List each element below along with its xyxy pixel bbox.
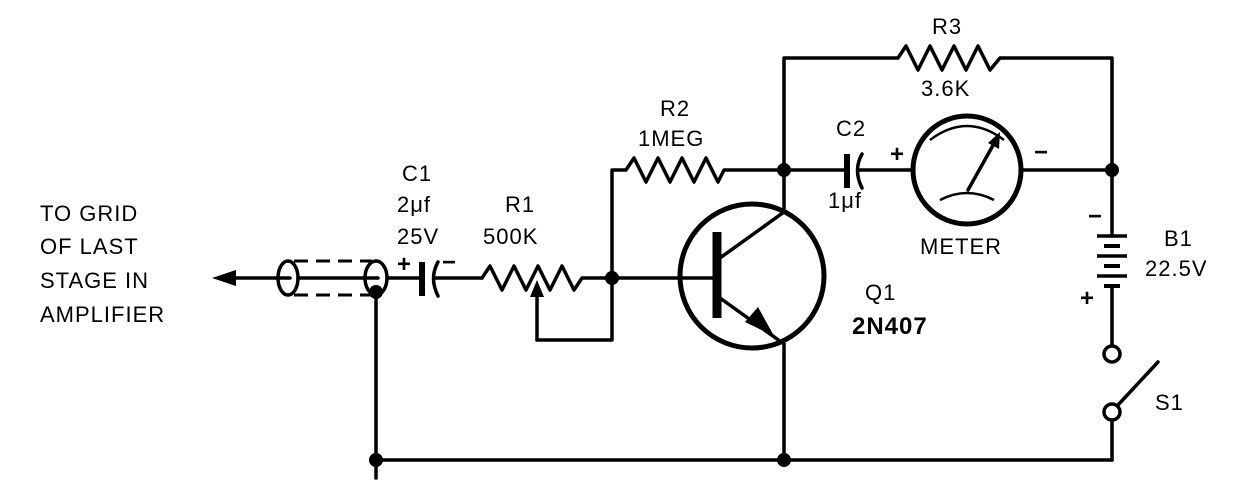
meter-plus: + xyxy=(890,141,904,168)
b1-plus: + xyxy=(1080,285,1094,312)
c1-value-capacitance: 2μf xyxy=(397,192,431,217)
junction-ground-emitter xyxy=(777,453,791,467)
transistor-q1 xyxy=(677,168,827,462)
c1-minus: − xyxy=(442,249,456,276)
junction-ground-left xyxy=(369,453,383,467)
c1-value-voltage: 25V xyxy=(397,224,439,249)
junction-shield xyxy=(369,285,383,299)
r3-value: 3.6K xyxy=(921,76,970,101)
c2-value: 1μf xyxy=(828,188,862,213)
battery-b1 xyxy=(1097,168,1127,348)
b1-name: B1 xyxy=(1164,226,1193,251)
r2-value: 1MEG xyxy=(638,126,704,151)
q1-name: Q1 xyxy=(865,280,896,305)
meter-minus: − xyxy=(1034,139,1048,166)
resistor-r2 xyxy=(610,156,786,280)
c2-name: C2 xyxy=(836,116,866,141)
c1-name: C1 xyxy=(402,161,432,186)
return-bus xyxy=(374,290,1114,480)
c1-plus: + xyxy=(397,251,411,278)
q1-part-number: 2N407 xyxy=(852,313,928,340)
r3-name: R3 xyxy=(932,14,962,39)
capacitor-c2 xyxy=(782,152,915,190)
switch-s1 xyxy=(1102,344,1160,462)
b1-minus: − xyxy=(1088,203,1102,230)
resistor-r3 xyxy=(782,44,1114,172)
input-label-line3: STAGE IN xyxy=(40,268,149,293)
r1-value: 500K xyxy=(483,224,538,249)
r1-name: R1 xyxy=(505,192,535,217)
capacitor-c1 xyxy=(385,260,484,298)
b1-value: 22.5V xyxy=(1145,256,1208,281)
meter-label: METER xyxy=(920,234,1002,259)
input-label-line2: OF LAST xyxy=(40,234,139,259)
input-label-line1: TO GRID xyxy=(40,201,138,226)
potentiometer-r1 xyxy=(480,264,614,342)
input-label-line4: AMPLIFIER xyxy=(40,302,165,327)
meter-gauge xyxy=(910,113,1114,227)
r2-name: R2 xyxy=(660,96,690,121)
input-arrow xyxy=(212,270,292,286)
s1-name: S1 xyxy=(1155,390,1184,415)
